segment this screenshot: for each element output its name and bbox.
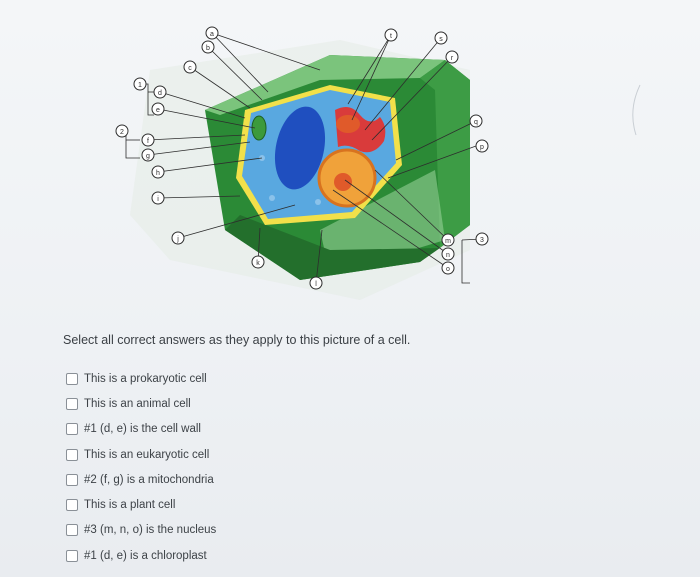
label-q-text: q <box>474 119 478 126</box>
label-d-text: d <box>158 90 162 97</box>
leader-lines <box>122 32 483 284</box>
option-animal-cell[interactable]: This is an animal cell <box>66 391 216 416</box>
vacuole <box>274 106 326 190</box>
ribosome-dot <box>269 195 275 201</box>
group-2-tag: 2 <box>115 124 129 138</box>
label-c-tag: c <box>183 60 197 74</box>
option-mitochondria[interactable]: #2 (f, g) is a mitochondria <box>66 467 216 492</box>
group-1-tag: 1 <box>133 77 147 91</box>
checkbox[interactable] <box>66 524 78 537</box>
option-chloroplast[interactable]: #1 (d, e) is a chloroplast <box>66 543 216 568</box>
label-k-text: k <box>256 260 260 267</box>
label-t-tag: t <box>384 28 398 42</box>
option-prokaryotic[interactable]: This is a prokaryotic cell <box>66 366 216 391</box>
label-e-tag: e <box>151 102 165 116</box>
option-label: This is a plant cell <box>84 499 176 512</box>
option-nucleus[interactable]: #3 (m, n, o) is the nucleus <box>66 518 216 543</box>
group-3-text: 3 <box>480 237 484 244</box>
label-f-tag: f <box>141 133 155 147</box>
label-r-tag: r <box>445 50 459 64</box>
label-g-tag: g <box>141 148 155 162</box>
checkbox[interactable] <box>66 397 78 410</box>
checkbox[interactable] <box>66 549 78 562</box>
label-b-tag: b <box>201 40 215 54</box>
label-d-tag: d <box>153 85 167 99</box>
checkbox[interactable] <box>66 499 78 512</box>
option-label: This is a prokaryotic cell <box>84 372 207 385</box>
label-p-text: p <box>480 144 484 151</box>
label-l-text: l <box>315 281 317 288</box>
label-t-text: t <box>390 33 392 40</box>
option-plant-cell[interactable]: This is a plant cell <box>66 492 216 517</box>
label-m-tag: m <box>441 233 455 247</box>
label-h-tag: h <box>151 165 165 179</box>
label-l-tag: l <box>309 276 323 290</box>
label-k-tag: k <box>251 255 265 269</box>
label-e-text: e <box>156 107 160 114</box>
option-label: #2 (f, g) is a mitochondria <box>84 473 214 486</box>
label-m-text: m <box>445 238 451 245</box>
chloroplast <box>251 115 267 141</box>
label-a-text: a <box>210 31 214 38</box>
label-a-tag: a <box>205 26 219 40</box>
option-label: #1 (d, e) is a chloroplast <box>84 549 207 562</box>
nucleolus <box>334 173 352 191</box>
label-b-text: b <box>206 45 210 52</box>
diagram-labels: a b c d e f g h i j k l m n o p q r s t … <box>115 26 489 290</box>
group-2-text: 2 <box>120 129 124 136</box>
checkbox[interactable] <box>66 372 78 385</box>
label-o-tag: o <box>441 261 455 275</box>
option-label: This is an eukaryotic cell <box>84 448 210 461</box>
checkbox[interactable] <box>66 448 78 461</box>
label-i-tag: i <box>151 191 165 205</box>
label-j-tag: j <box>171 231 185 245</box>
label-j-text: j <box>176 236 179 243</box>
pen-mark <box>632 84 641 136</box>
label-i-text: i <box>157 196 159 203</box>
ribosome-dot <box>315 199 321 205</box>
group-3-tag: 3 <box>475 232 489 246</box>
label-c-text: c <box>188 65 192 72</box>
group-1-text: 1 <box>138 82 142 89</box>
cell-diagram: a b c d e f g h i j k l m n o p q r s t … <box>115 26 641 300</box>
option-label: #1 (d, e) is the cell wall <box>84 423 201 436</box>
option-label: #3 (m, n, o) is the nucleus <box>84 524 217 537</box>
label-p-tag: p <box>475 139 489 153</box>
label-o-text: o <box>446 266 450 273</box>
question-text: Select all correct answers as they apply… <box>63 333 411 347</box>
label-s-tag: s <box>434 31 448 45</box>
answer-options: This is a prokaryotic cell This is an an… <box>66 366 216 568</box>
label-q-tag: q <box>469 114 483 128</box>
label-r-text: r <box>451 55 454 62</box>
label-h-text: h <box>156 170 160 177</box>
checkbox[interactable] <box>66 423 78 436</box>
label-n-tag: n <box>441 247 455 261</box>
option-cell-wall[interactable]: #1 (d, e) is the cell wall <box>66 417 216 442</box>
label-s-text: s <box>439 36 443 43</box>
label-g-text: g <box>146 153 150 160</box>
label-n-text: n <box>446 252 450 259</box>
mitochondrion <box>336 115 360 133</box>
label-f-text: f <box>147 138 149 145</box>
option-label: This is an animal cell <box>84 397 191 410</box>
option-eukaryotic[interactable]: This is an eukaryotic cell <box>66 442 216 467</box>
checkbox[interactable] <box>66 473 78 486</box>
